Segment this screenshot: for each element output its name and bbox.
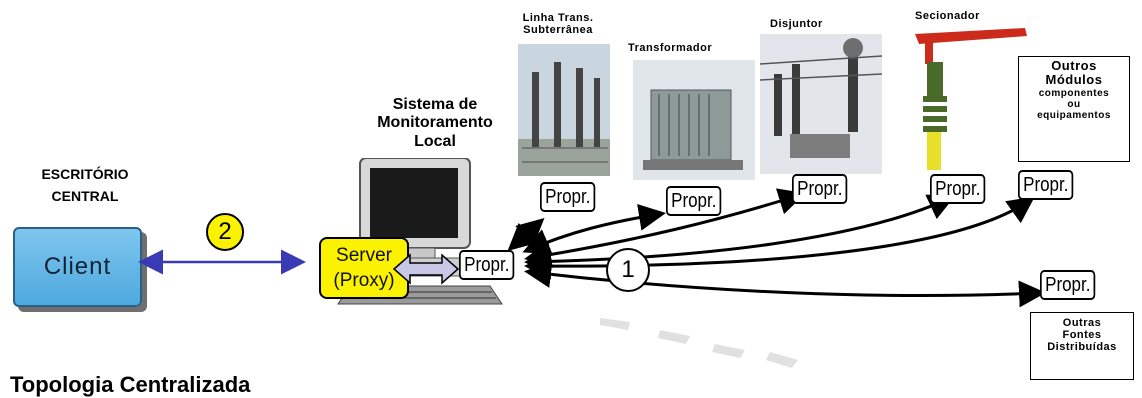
propr-outras-label: Propr. [1045, 274, 1091, 296]
propr-transformador[interactable]: Propr. [666, 186, 722, 216]
propr-transformador-label: Propr. [671, 190, 717, 212]
propr-disjuntor-label: Propr. [797, 178, 843, 200]
badge-1: 1 [606, 248, 650, 292]
disjuntor-photo [760, 34, 882, 174]
server-line2: (Proxy) [333, 270, 395, 291]
sistema-line3: Local [414, 132, 456, 150]
propr-disjuntor[interactable]: Propr. [792, 174, 848, 204]
badge-1-text: 1 [621, 256, 635, 283]
propr-outros-label: Propr. [1023, 174, 1069, 196]
propr-outras-fontes[interactable]: Propr. [1040, 270, 1096, 300]
client-node[interactable]: Client [13, 227, 142, 307]
propr-linha-label: Propr. [545, 186, 591, 208]
sistema-line2: Monitoramento [377, 114, 493, 132]
link-transformador [522, 203, 666, 255]
propr-secionador-label: Propr. [935, 178, 981, 200]
outras-line1: Outras [1062, 317, 1102, 329]
secionador-label: Secionador [915, 10, 980, 22]
outros-line5: equipamentos [1037, 109, 1111, 121]
sistema-line1: Sistema de [392, 96, 478, 113]
linha-photo [518, 44, 610, 176]
link-outras-fontes [524, 261, 1046, 308]
transformador-photo [633, 60, 755, 180]
outros-line3: componentes [1038, 87, 1110, 99]
propr-linha[interactable]: Propr. [540, 182, 596, 212]
transformador-label: Transformador [628, 42, 713, 54]
secionador-photo [905, 24, 1029, 174]
client-label: Client [43, 253, 112, 280]
topologia-heading: Topologia Centralizada [10, 372, 251, 397]
outros-line2: Módulos [1045, 72, 1103, 88]
disjuntor-label: Disjuntor [770, 18, 823, 30]
link-linha [507, 218, 545, 251]
escritorio-line1: ESCRITÓRIO [41, 166, 129, 182]
badge-2: 2 [206, 213, 244, 251]
outros-modulos-box: Outros Módulos componentes ou equipament… [1018, 56, 1130, 162]
linha-label: Linha Trans. Subterrânea [508, 12, 608, 36]
propr-local[interactable]: Propr. [459, 250, 515, 280]
server-proxy-arrow [392, 253, 460, 285]
server-line1: Server [336, 245, 392, 266]
propr-outros[interactable]: Propr. [1018, 170, 1074, 200]
client-server-link [138, 249, 306, 275]
outros-line1: Outros [1051, 58, 1097, 73]
propr-secionador[interactable]: Propr. [930, 174, 986, 204]
badge-2-text: 2 [218, 218, 232, 245]
outras-line3: Distribuídas [1047, 341, 1117, 354]
sistema-monitoramento-label: Sistema de Monitoramento Local [360, 96, 510, 151]
escritorio-central-label: ESCRITÓRIO CENTRAL [10, 166, 160, 204]
escritorio-line2: CENTRAL [51, 188, 119, 205]
linha-line1: Linha Trans. [522, 12, 594, 24]
linha-line2: Subterrânea [523, 24, 593, 37]
link-outros [524, 196, 1035, 280]
outras-fontes-box: Outras Fontes Distribuídas [1030, 312, 1134, 380]
propr-local-label: Propr. [464, 254, 510, 276]
outras-line2: Fontes [1062, 329, 1102, 342]
server-proxy-node[interactable]: Server (Proxy) [319, 237, 409, 299]
outros-line4: ou [1067, 98, 1081, 110]
